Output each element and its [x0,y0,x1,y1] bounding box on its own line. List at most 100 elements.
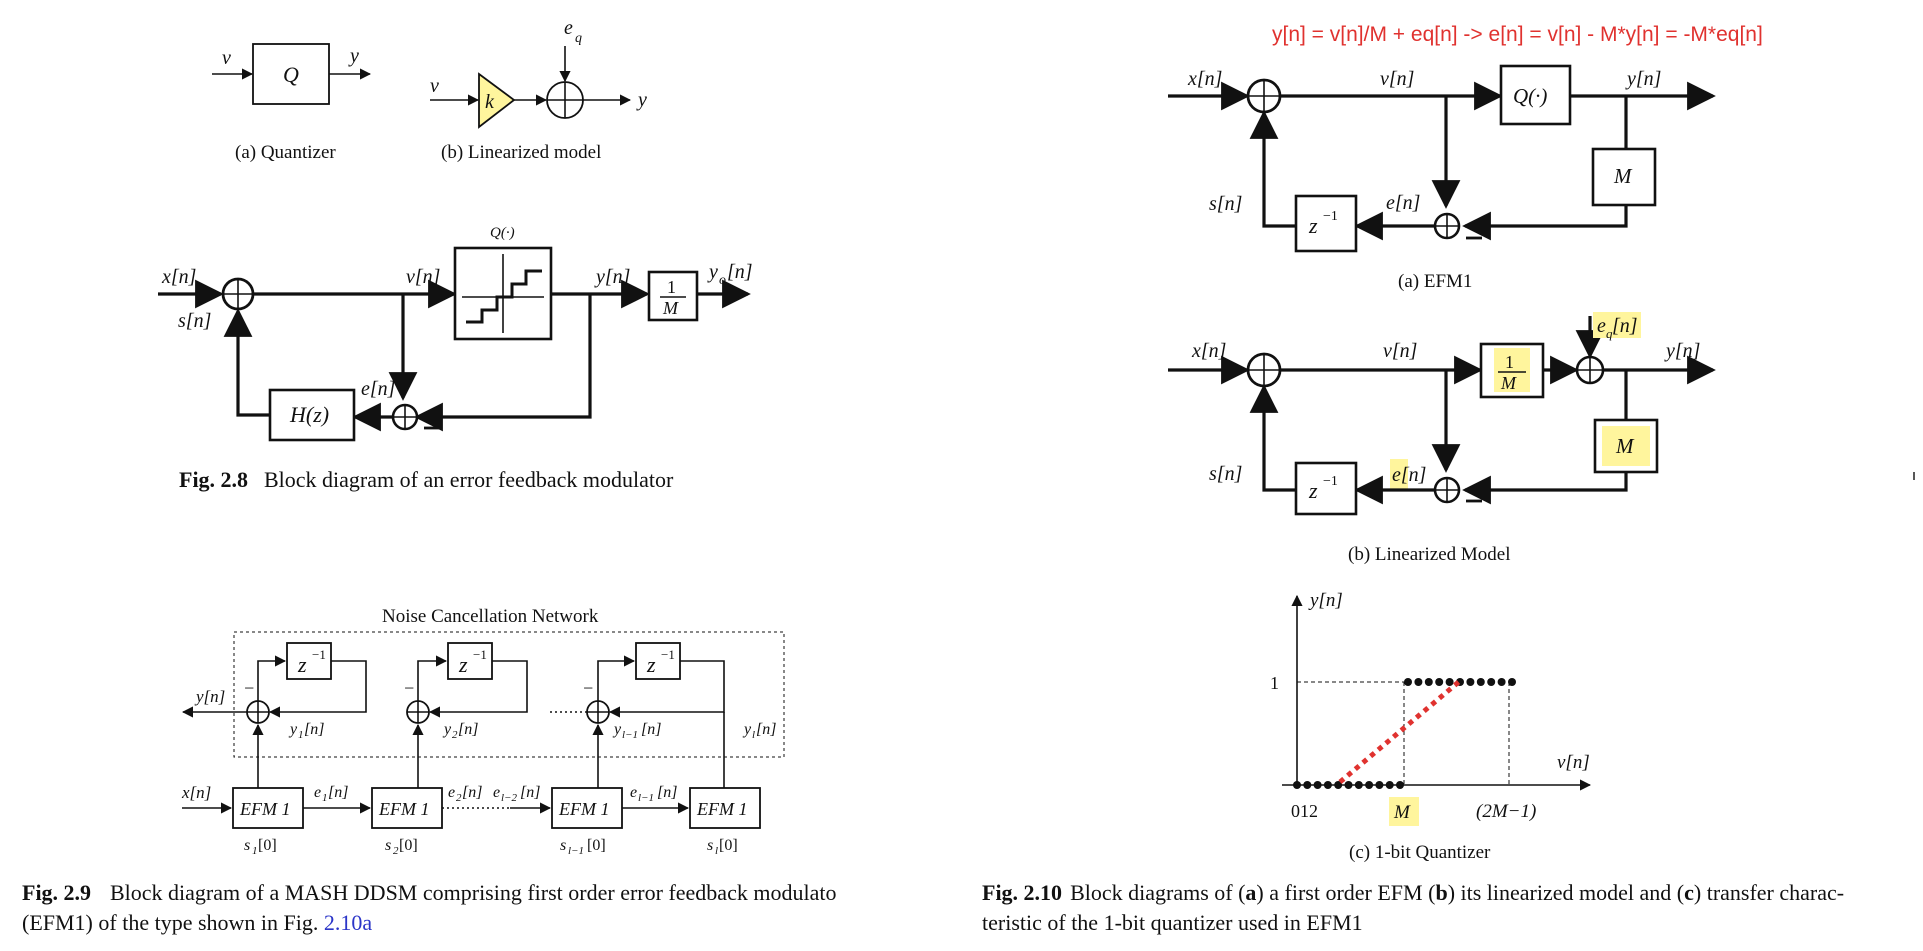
plot-low-point-2 [1313,781,1322,789]
ncn-y2-sub: 2 [452,729,458,741]
mash-s2: s [385,837,391,854]
plot-tick-2m: (2M−1) [1476,801,1536,822]
lin-noise-label: e [1597,315,1606,337]
plot-high-point-3 [1435,678,1444,686]
ncn-y2-n: [n] [458,721,478,738]
plot-high-point-8 [1487,678,1496,686]
plot-high-point-6 [1466,678,1475,686]
fig28-v-label: v[n] [406,266,440,288]
mash-e1-n: [n] [328,784,348,801]
mash-el2-n: [n] [520,784,540,801]
plot-tick-012: 012 [1291,801,1318,821]
efm-stage-2 [371,787,443,829]
lin-noise-sub: q [1606,326,1613,341]
fig-2-8-diagram: x[n] s[n] v[n] Q(·) y[n] 1 M y o [n] e[n… [158,225,753,492]
linear-input-label: v [430,75,439,97]
linearized-model-diagram: v k e q y (b) Linearized model [430,17,647,163]
fig210-caption-number: Fig. 2.10 [982,880,1062,905]
plot-tick-m-highlight [1389,797,1419,826]
mash-sl1-sub: l−1 [568,845,584,857]
fig28-yo-label: y [707,261,718,283]
ncn-yl1-n: [n] [641,721,661,738]
plot-low-point-3 [1323,781,1332,789]
linear-output-label: y [636,89,647,111]
mash-sl1-n: [0] [587,837,606,854]
fig29-caption-number: Fig. 2.9 [22,880,91,905]
fig210-caption-t4: ) transfer charac- [1694,880,1844,905]
quantizer-block-label: Q [283,62,299,87]
ncn-delay-3-exp: −1 [661,647,675,662]
efm-stage-l1-label: EFM 1 [558,799,609,819]
mash-e2-sub: 2 [456,792,462,804]
mash-s2-sub: 2 [393,845,399,857]
plot-high-point-7 [1476,678,1485,686]
gain-label: k [485,91,495,113]
fig28-caption-number: Fig. 2.8 [179,467,248,492]
fig210-caption-b: b [1435,880,1447,905]
fig210-caption-t3: ) its linearized model and ( [1448,880,1684,905]
plot-low-point-1 [1303,781,1312,789]
ncn-minus-2: − [403,678,415,698]
lin-s-label: s[n] [1209,463,1242,485]
quantizer-sublabel: (a) Quantizer [235,142,336,163]
fig29-caption-link[interactable]: 2.10a [324,910,373,935]
mash-e2: e [448,784,455,801]
fig210-caption-line2: teristic of the 1-bit quantizer used in … [982,910,1363,935]
efm1-quantizer-block [1499,64,1572,126]
plot-tick-m: M [1393,802,1411,823]
mash-el2-sub: l−2 [501,792,517,804]
efm1-input-label: x[n] [1187,68,1222,90]
ncn-delay-2-z: z [458,652,468,677]
plot-low-point-9 [1385,781,1394,789]
fig28-yo-n: [n] [727,261,753,283]
fig-2-9-diagram: Noise Cancellation Network z −1 z −1 z −… [22,606,836,935]
noise-label-sub: q [575,31,582,46]
efm-stage-1 [232,787,304,829]
efm1-quantizer-label: Q(·) [1513,84,1547,108]
plot-high-point-10 [1508,678,1516,686]
mash-s1-sub: 1 [252,845,258,857]
fig28-feedback-label: s[n] [178,310,211,332]
mash-el1-n: [n] [657,784,677,801]
efm-stage-1-label: EFM 1 [239,799,290,819]
plot-high-point-4 [1445,678,1454,686]
ncn-y2: y [442,721,452,738]
plot-y-axis-label: y[n] [1308,590,1343,611]
mash-s1: s [244,837,250,854]
ncn-minus-3: − [582,678,594,698]
lin-noise-highlight [1593,312,1641,338]
mash-e1-sub: 1 [322,792,328,804]
quantizer-input-label: v [222,47,231,69]
lin-gain-label: M [1615,434,1635,458]
mash-sl-sub: l [715,845,718,857]
ncn-delay-1-exp: −1 [312,647,326,662]
fig28-scale-block [647,270,699,322]
fig-2-10-diagram: y[n] = v[n]/M + eq[n] -> e[n] = v[n] - M… [982,23,1844,935]
efm1-error-label: e[n] [1386,192,1420,214]
lin-scale-highlight [1494,348,1530,392]
lin-input-label: x[n] [1191,340,1226,362]
ncn-title: Noise Cancellation Network [382,606,599,627]
fig28-input-label: x[n] [161,266,196,288]
efm-stage-l1 [551,787,623,829]
efm1-delay-z: z [1308,213,1318,238]
efm-stage-l-label: EFM 1 [696,799,747,819]
lin-scale-den: M [1500,373,1517,393]
plot-low-point-8 [1375,781,1384,789]
noise-label: e [564,17,573,39]
ncn-y1: y [288,721,298,738]
fig29-caption-line2-text: (EFM1) of the type shown in Fig. [22,910,324,935]
mash-sl: s [707,837,713,854]
plot-low-point-5 [1344,781,1353,789]
lin-delay-exp: −1 [1323,474,1338,489]
efm-equation-note: y[n] = v[n]/M + eq[n] -> e[n] = v[n] - M… [1272,23,1763,46]
plot-tick-1: 1 [1270,673,1279,693]
quantizer-transfer-plot: y[n] v[n] 1 012 M (2M−1) [1270,590,1592,826]
efm1-y-label: y[n] [1625,68,1661,90]
plot-low-point-10 [1396,781,1404,789]
efm1-delay-exp: −1 [1323,209,1338,224]
mash-el1-sub: l−1 [638,792,654,804]
lin-error-label: e[n] [1392,464,1426,486]
